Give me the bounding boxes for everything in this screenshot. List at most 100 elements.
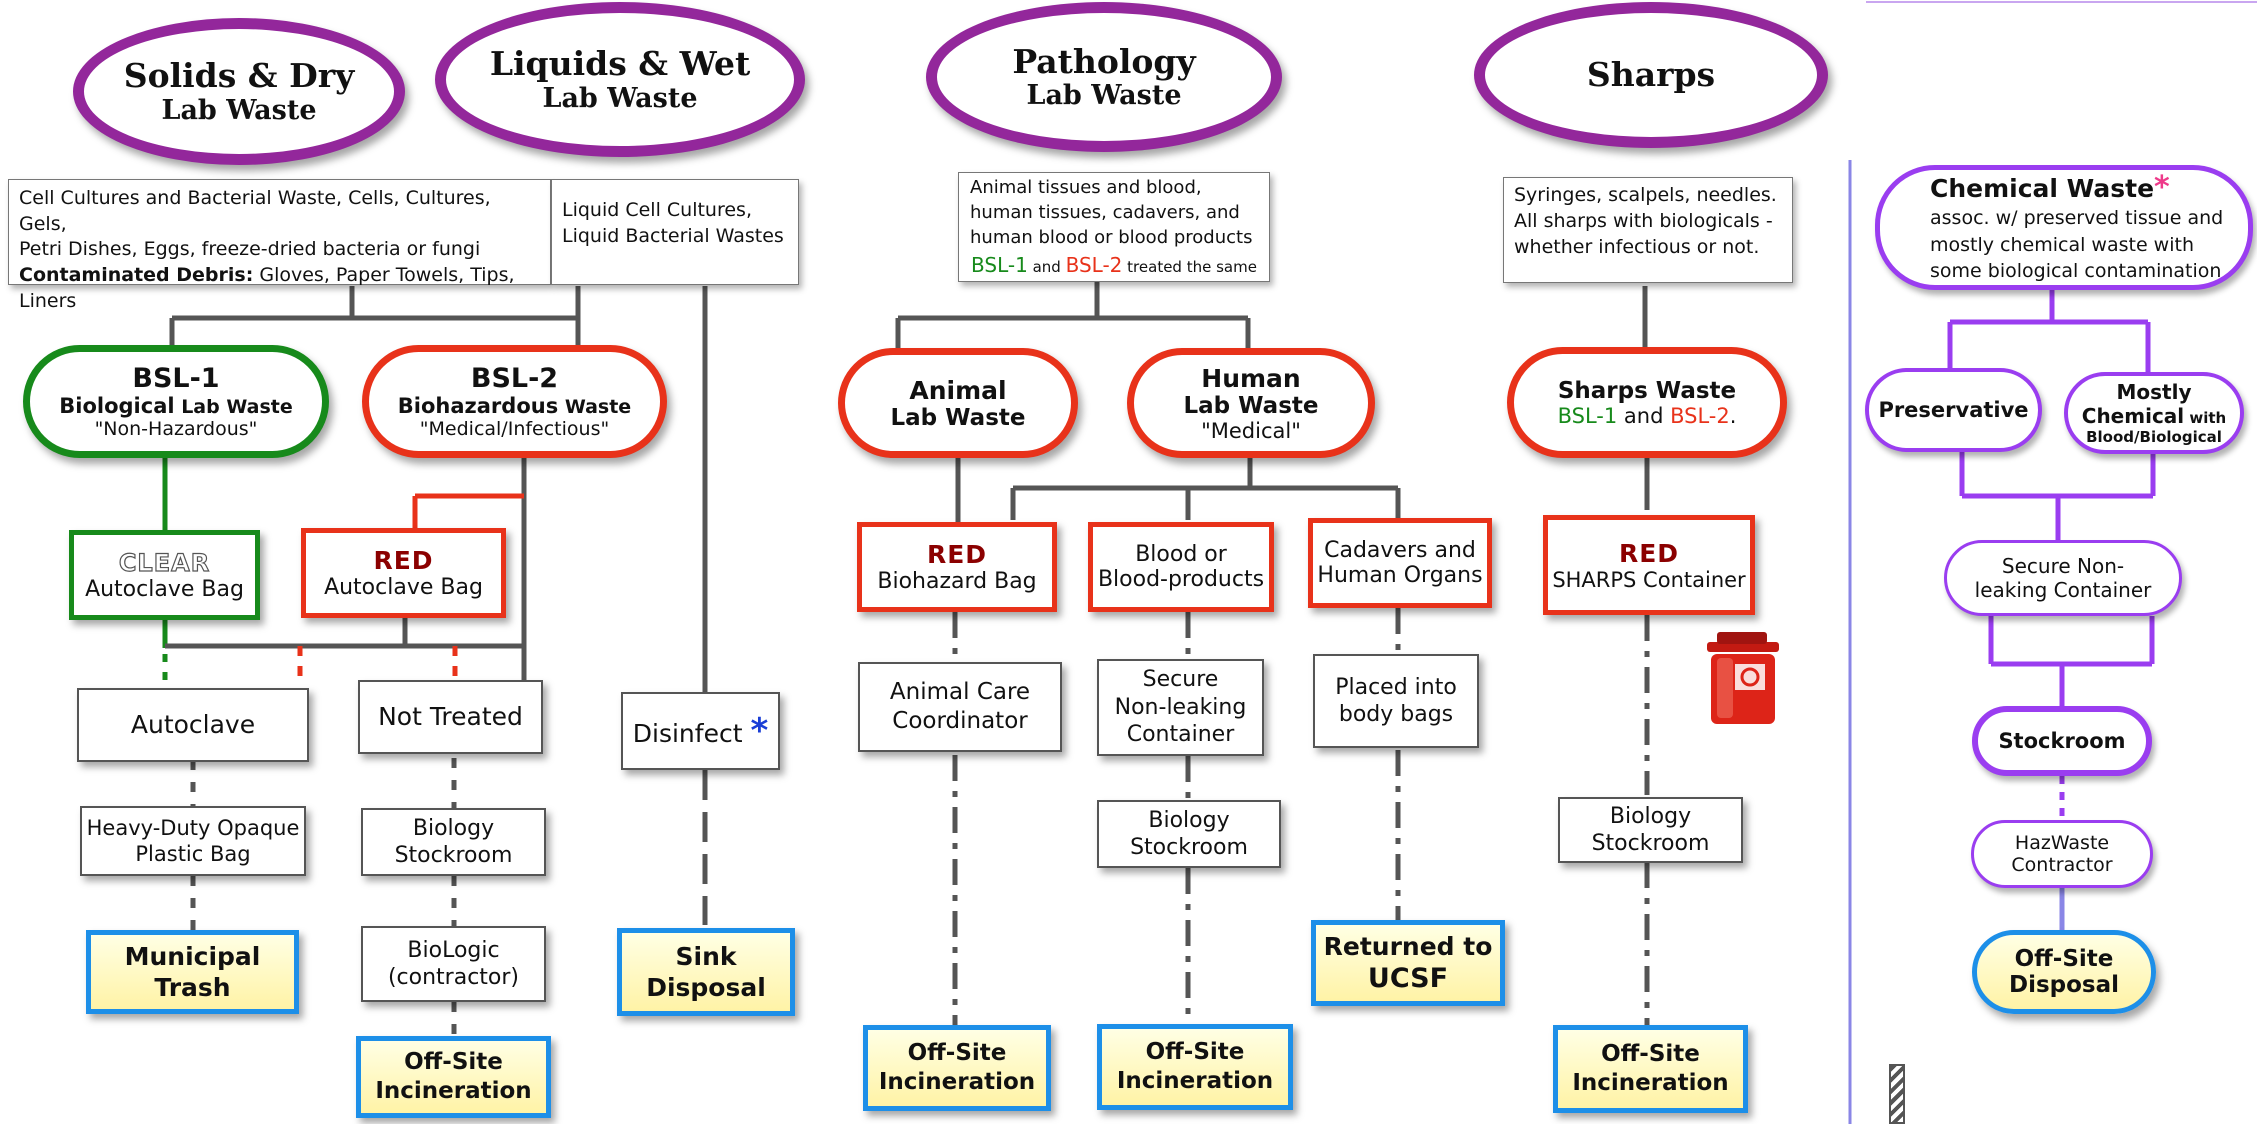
pathology-description: Animal tissues and blood, human tissues,… bbox=[958, 172, 1270, 282]
liquids-description: Liquid Cell Cultures, Liquid Bacterial W… bbox=[551, 179, 799, 285]
bsl2-subtitle: Biohazardous Waste bbox=[398, 394, 631, 418]
haz-l2: Contractor bbox=[2011, 854, 2113, 876]
bsl1-title: BSL-1 bbox=[132, 363, 220, 394]
red-autoclave-text: Autoclave Bag bbox=[324, 575, 483, 600]
striped-marker bbox=[1889, 1064, 1905, 1124]
municipal-trash-final: Municipal Trash bbox=[86, 930, 299, 1014]
biology-stockroom-3-step: Biology Stockroom bbox=[1558, 797, 1743, 863]
hazwaste-contractor: HazWaste Contractor bbox=[1971, 820, 2153, 888]
human-title: Human bbox=[1201, 363, 1301, 393]
chem-secure-l1: Secure Non- bbox=[2001, 554, 2125, 578]
bsl2-title: BSL-2 bbox=[470, 363, 559, 394]
secure-l1: Secure bbox=[1142, 667, 1219, 693]
cadavers-l2: Human Organs bbox=[1317, 563, 1483, 588]
offsite-incineration-1-final: Off-Site Incineration bbox=[356, 1036, 551, 1118]
header-sharps-title: Sharps bbox=[1586, 55, 1716, 95]
returned-to-ucsf-final: Returned to UCSF bbox=[1311, 920, 1505, 1006]
bsl1-sub-bold: Biological bbox=[59, 394, 175, 418]
blood-l1: Blood or bbox=[1135, 542, 1227, 567]
biologic-contractor-step: BioLogic (contractor) bbox=[361, 926, 546, 1002]
biologic-l2: (contractor) bbox=[387, 965, 520, 990]
offsite1-l1: Off-Site bbox=[404, 1049, 503, 1076]
chemical-offsite-disposal: Off-Site Disposal bbox=[1972, 930, 2156, 1014]
sink-l2: Disposal bbox=[646, 973, 766, 1002]
chemical-stockroom: Stockroom bbox=[1972, 706, 2152, 776]
contaminated-debris-label: Contaminated Debris: bbox=[19, 263, 254, 286]
red-sharps-text: SHARPS Container bbox=[1552, 567, 1746, 592]
body-bags-step: Placed into body bags bbox=[1313, 654, 1479, 748]
bsl2-sub-bold: Biohazardous bbox=[397, 394, 559, 418]
heavy-bag-l2: Plastic Bag bbox=[135, 842, 251, 866]
pathology-bsl1: BSL-1 bbox=[971, 252, 1028, 277]
sharps-description: Syringes, scalpels, needles. All sharps … bbox=[1503, 177, 1793, 283]
bsl2-sub-rest: Waste bbox=[558, 396, 632, 418]
chemical-line2: mostly chemical waste with bbox=[1930, 233, 2194, 256]
pathology-tail: treated the same bbox=[1122, 257, 1257, 276]
red-biohazard-text: Biohazard Bag bbox=[877, 569, 1037, 594]
heavy-duty-bag-step: Heavy-Duty Opaque Plastic Bag bbox=[80, 806, 306, 876]
clear-bag-text: Autoclave Bag bbox=[85, 576, 244, 602]
animal-care-coordinator-step: Animal Care Coordinator bbox=[858, 662, 1062, 752]
disinfect-text: Disinfect bbox=[632, 718, 743, 748]
human-category: Human Lab Waste "Medical" bbox=[1127, 348, 1375, 458]
pathology-desc-line2: human tissues, cadavers, and bbox=[970, 202, 1240, 224]
blood-l2: Blood-products bbox=[1097, 567, 1265, 592]
pathology-desc-line1: Animal tissues and blood, bbox=[970, 177, 1202, 198]
bsl1-note: "Non-Hazardous" bbox=[94, 418, 258, 440]
sharps-waste-bsl: BSL-1 and BSL-2. bbox=[1558, 404, 1737, 428]
offsite-incineration-3-final: Off-Site Incineration bbox=[1097, 1024, 1293, 1110]
chem-offsite-l2: Disposal bbox=[2008, 972, 2120, 998]
sharps-bsl2: BSL-2 bbox=[1670, 403, 1730, 428]
municipal-l2: Trash bbox=[154, 973, 231, 1002]
header-liquids-title: Liquids & Wet bbox=[489, 44, 751, 83]
pathology-bsl2: BSL-2 bbox=[1065, 252, 1123, 277]
bsl1-subtitle: Biological Lab Waste bbox=[59, 394, 292, 418]
pathology-desc-line3: human blood or blood products bbox=[970, 227, 1253, 249]
contaminated-debris-text: Gloves, Paper Towels, Tips, Liners bbox=[19, 263, 515, 312]
solids-description: Cell Cultures and Bacterial Waste, Cells… bbox=[8, 179, 551, 312]
bsl2-category: BSL-2 Biohazardous Waste "Medical/Infect… bbox=[362, 345, 667, 458]
sharps-dot: . bbox=[1729, 403, 1737, 428]
chemical-title-line: Chemical Waste* bbox=[1930, 170, 2170, 205]
solids-desc-line2: Petri Dishes, Eggs, freeze-dried bacteri… bbox=[19, 238, 481, 261]
header-liquids: Liquids & Wet Lab Waste bbox=[435, 2, 805, 157]
bsl2-note: "Medical/Infectious" bbox=[419, 418, 610, 440]
biologic-l1: BioLogic bbox=[407, 937, 500, 963]
chemical-title: Chemical Waste bbox=[1930, 174, 2155, 204]
cadavers-organs: Cadavers and Human Organs bbox=[1308, 518, 1492, 608]
animal-category: Animal Lab Waste bbox=[838, 348, 1078, 458]
sink-disposal-final: Sink Disposal bbox=[617, 928, 795, 1016]
haz-l1: HazWaste bbox=[2014, 832, 2110, 854]
solids-desc-line1: Cell Cultures and Bacterial Waste, Cells… bbox=[19, 187, 491, 235]
offsite3-l1: Off-Site bbox=[1145, 1039, 1245, 1066]
sharps-desc-line2: All sharps with biologicals - bbox=[1514, 210, 1773, 233]
bsl1-category: BSL-1 Biological Lab Waste "Non-Hazardou… bbox=[23, 345, 329, 458]
bio-stock2-l1: Biology bbox=[1148, 807, 1230, 833]
chemical-secure-container: Secure Non- leaking Container bbox=[1944, 540, 2182, 616]
chem-secure-l2: leaking Container bbox=[1974, 578, 2152, 602]
animal-care-l2: Coordinator bbox=[892, 708, 1028, 734]
offsite2-l1: Off-Site bbox=[907, 1040, 1007, 1067]
red-biohazard-label: RED bbox=[926, 540, 988, 569]
autoclave-step: Autoclave bbox=[77, 688, 309, 762]
header-sharps: Sharps bbox=[1474, 2, 1828, 148]
pathology-and: and bbox=[1027, 257, 1066, 276]
body-bags-l2: body bags bbox=[1338, 702, 1454, 727]
mostly-chemical-node: Mostly Chemical with Blood/Biological bbox=[2064, 372, 2244, 454]
red-autoclave-label: RED bbox=[373, 546, 434, 575]
sharps-category: Sharps Waste BSL-1 and BSL-2. bbox=[1507, 347, 1787, 458]
biology-stockroom-2-step: Biology Stockroom bbox=[1097, 800, 1281, 868]
header-solids: Solids & Dry Lab Waste bbox=[73, 18, 405, 165]
liquids-desc-line2: Liquid Bacterial Wastes bbox=[562, 224, 784, 247]
bio-stock-l1: Biology bbox=[412, 815, 495, 841]
solids-desc-line3: Contaminated Debris: Gloves, Paper Towel… bbox=[19, 263, 540, 314]
preservative-node: Preservative bbox=[1865, 368, 2042, 452]
disinfect-line: Disinfect * bbox=[633, 710, 768, 753]
sharps-desc-line1: Syringes, scalpels, needles. bbox=[1514, 184, 1777, 206]
pathology-desc-line4: BSL-1 and BSL-2 treated the same bbox=[970, 251, 1258, 279]
disinfect-step: Disinfect * bbox=[621, 692, 780, 770]
cadavers-l1: Cadavers and bbox=[1324, 538, 1476, 563]
mostly-l2: Chemical bbox=[2081, 404, 2185, 428]
offsite-incineration-4-final: Off-Site Incineration bbox=[1553, 1025, 1748, 1113]
